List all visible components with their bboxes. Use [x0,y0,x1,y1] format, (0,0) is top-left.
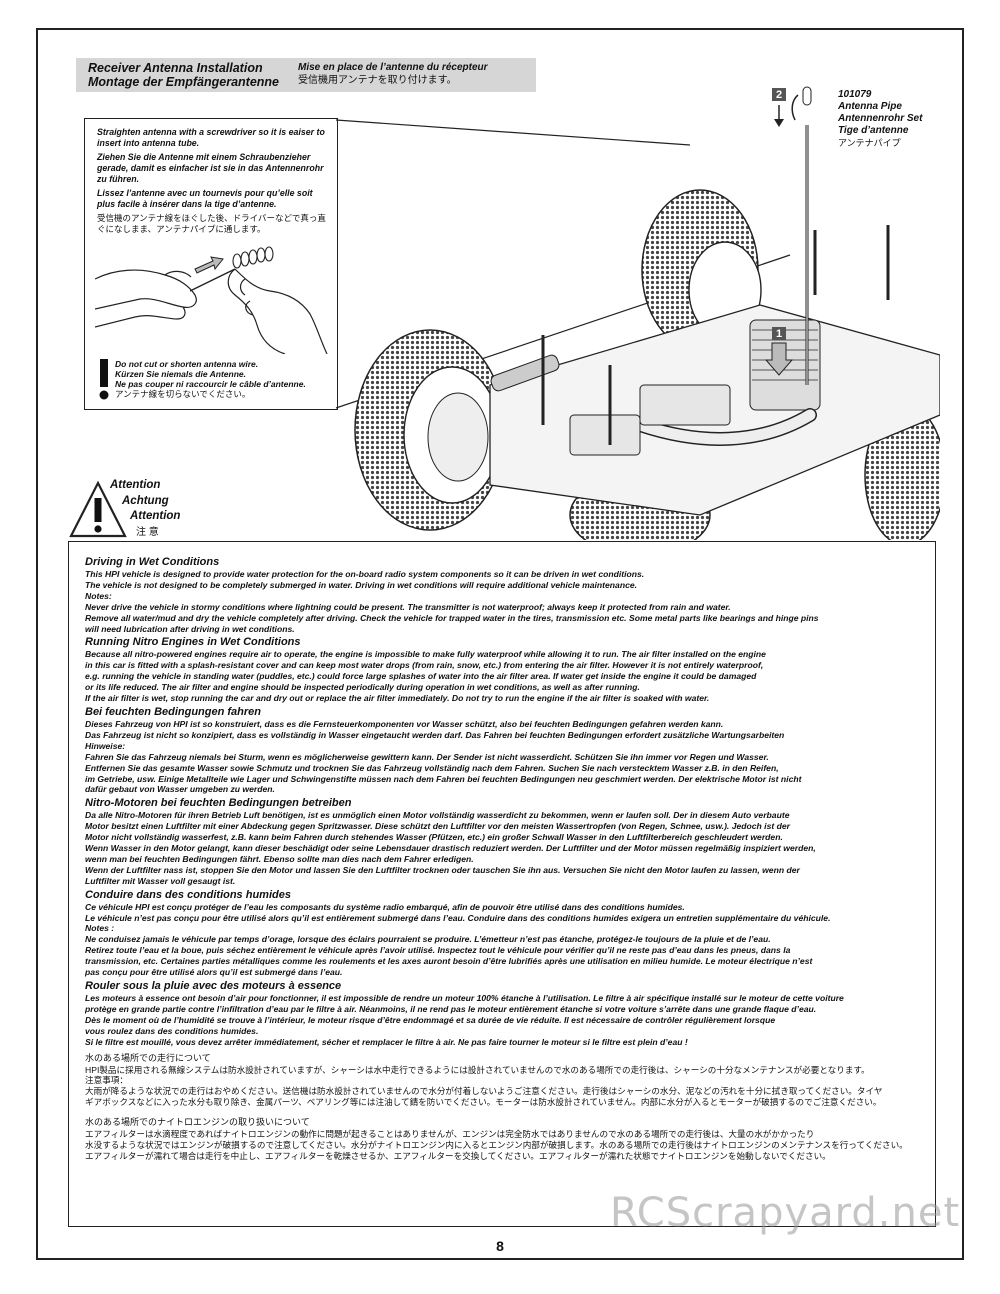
part-name-fr: Tige d’antenne [838,125,909,136]
section-line: Dès le moment où de l’humidité se trouve… [85,1014,776,1025]
section-line: エアフィルターは水滴程度であればナイトロエンジンの動作に問題が起きることはありま… [85,1129,815,1140]
header-title-fr: Mise en place de l’antenne du récepteur [298,62,488,73]
section-line: Da alle Nitro-Motoren für ihren Betrieb … [85,810,790,821]
section-line: HPI製品に採用される無線システムは防水設計されていますが、シャーシは水中走行で… [85,1064,870,1075]
section-line: Das Fahrzeug ist nicht so konzipiert, da… [85,729,785,740]
section-line: im Getriebe, usw. Einige Metallteile wie… [85,773,802,784]
part-number: 101079 [838,89,872,100]
car-chassis-illustration: 2 1 [354,86,940,540]
notes-section: Bei feuchten Bedingungen fahren Dieses F… [85,705,925,795]
section-line: in this car is fitted with a splash-resi… [85,660,764,671]
section-line: Remove all water/mud and dry the vehicle… [85,612,819,623]
section-line: wenn man bei feuchten Bedingungen fährt.… [85,853,474,864]
page-number: 8 [496,1238,504,1254]
section-title: Nitro-Motoren bei feuchten Bedingungen b… [85,797,352,810]
section-line: Wenn Wasser in den Motor gelangt, kann d… [85,843,816,854]
attention-ja: 注 意 [136,526,159,538]
section-line: dafür gebaut von Wasser umgeben zu werde… [85,784,275,795]
part-name-de: Antennenrohr Set [838,113,923,124]
section-line: Le véhicule n’est pas conçu pour être ut… [85,912,831,923]
part-name-en: Antenna Pipe [838,101,902,112]
section-line: transmission, etc. Certaines parties mét… [85,956,813,967]
page-frame [36,28,964,1260]
section-line: Notes: [85,590,112,601]
section-line: 水没するような状況ではエンジンが破損するので注意してください。水分がナイトロエン… [85,1140,908,1151]
notes-section-ja: 水のある場所でのナイトロエンジンの取り扱いについて エアフィルターは水滴程度であ… [85,1116,925,1162]
section-line: Fahren Sie das Fahrzeug niemals bei Stur… [85,751,769,762]
section-line: Si le filtre est mouillé, vous devez arr… [85,1036,688,1047]
section-title: Bei feuchten Bedingungen fahren [85,705,262,718]
tip-en: Straighten antenna with a screwdriver so… [97,127,325,148]
header-left: Receiver Antenna Installation Montage de… [88,61,279,89]
watermark: RCScrapyard.net [610,1190,961,1236]
tip-de: Ziehen Sie die Antenne mit einem Schraub… [97,152,324,184]
section-line: Dieses Fahrzeug von HPI ist so konstruie… [85,718,724,729]
section-line: This HPI vehicle is designed to provide … [85,569,645,579]
section-line: protège en grande partie contre l’infilt… [85,1003,817,1014]
section-line: 大雨が降るような状況での走行はおやめください。送信機は防水設計されていませんので… [85,1086,883,1097]
part-label: 101079 Antenna Pipe Antennenrohr Set Tig… [838,89,922,149]
attention-heading: Attention Achtung Attention 注 意 [68,478,208,542]
section-line: Motor nicht vollständig wasserfest, z.B.… [85,832,783,843]
section-title: Running Nitro Engines in Wet Conditions [85,636,301,649]
section-title: Rouler sous la pluie avec des moteurs à … [85,980,342,992]
section-line: Luftfilter mit Wasser voll gesaugt ist. [85,875,236,886]
exclamation-icon [99,359,109,400]
section-line: エアフィルターが濡れて場合は走行を中止し、エアフィルターを乾燥させるか、エアフィ… [85,1150,831,1161]
header-title-ja: 受信機用アンテナを取り付けます。 [298,75,457,86]
notes-section: Running Nitro Engines in Wet Conditions … [85,635,925,704]
section-line: Wenn der Luftfilter nass ist, stoppen Si… [85,864,800,875]
section-line: If the air filter is wet, stop running t… [85,693,710,704]
section-line: 注意事項： [85,1075,128,1086]
section-line: or its life reduced. The air filter and … [85,682,640,693]
warning-fr: Ne pas couper ni raccourcir le câble d’a… [115,379,306,389]
section-line: Les moteurs à essence ont besoin d’air p… [85,993,844,1003]
notes-section-ja: 水のある場所での走行について HPI製品に採用される無線システムは防水設計されて… [85,1052,925,1109]
tip-ja: 受信機のアンテナ線をほぐした後、ドライバーなどで真っ直ぐになしまま、アンテナパイ… [97,213,326,234]
section-line: Notes : [85,923,115,934]
attention-fr: Attention [130,510,181,522]
section-title: Conduire dans des conditions humides [85,888,291,901]
antenna-tip-box: Straighten antenna with a screwdriver so… [84,118,338,410]
section-line: vous roulez dans des conditions humides. [85,1025,259,1036]
section-title: 水のある場所でのナイトロエンジンの取り扱いについて [85,1117,310,1128]
hands-straightening-antenna-illustration [95,246,328,354]
section-line: Retirez toute l’eau et la boue, puis séc… [85,945,791,956]
attention-de: Achtung [122,494,169,507]
step-2-number: 2 [776,89,782,101]
section-title: Driving in Wet Conditions [85,556,220,568]
header-title-de: Montage der Empfängerantenne [88,75,279,89]
warning-de: Kürzen Sie niemals die Antenne. [115,369,246,379]
section-line: e.g. running the vehicle in standing wat… [85,671,757,682]
header-title-en: Receiver Antenna Installation [88,61,263,75]
step-1-number: 1 [776,328,782,340]
section-line: pas conçu pour être utilisé alors qu’il … [85,967,343,978]
section-line: Motor besitzt einen Luftfilter mit einer… [85,821,790,832]
section-line: Entfernen Sie das gesamte Wasser sowie S… [85,762,779,773]
section-line: will need lubrication after driving in w… [85,623,295,634]
section-line: Hinweise: [85,740,126,751]
tip-text: Straighten antenna with a screwdriver so… [97,127,329,238]
section-line: The vehicle is not designed to be comple… [85,579,638,590]
header-right: Mise en place de l’antenne du récepteur … [298,61,488,87]
section-line: Never drive the vehicle in stormy condit… [85,601,731,612]
section-line: Ce véhicule HPI est conçu protéger de l’… [85,901,685,912]
wet-conditions-notes: Driving in Wet Conditions This HPI vehic… [68,541,936,1227]
section-line: Because all nitro-powered engines requir… [85,649,766,660]
notes-section: Nitro-Motoren bei feuchten Bedingungen b… [85,796,925,886]
warning-en: Do not cut or shorten antenna wire. [115,359,259,369]
notes-section: Conduire dans des conditions humides Ce … [85,888,925,978]
warning-ja: アンテナ線を切らないでください。 [115,389,251,399]
notes-section: Driving in Wet Conditions This HPI vehic… [85,555,925,634]
section-title: 水のある場所での走行について [85,1052,211,1063]
notes-body: Driving in Wet Conditions This HPI vehic… [85,554,925,1162]
section-line: ギアボックスなどに入った水分も取り除き、金属パーツ、ベアリング等には注油して錆を… [85,1097,882,1108]
warning-triangle-icon [69,480,127,538]
notes-section: Rouler sous la pluie avec des moteurs à … [85,979,925,1048]
tip-fr: Lissez l’antenne avec un tournevis pour … [97,188,313,209]
section-line: Ne conduisez jamais le véhicule par temp… [85,934,771,945]
section-header: Receiver Antenna Installation Montage de… [76,58,536,92]
part-name-ja: アンテナパイプ [838,138,901,148]
attention-en: Attention [110,479,161,491]
